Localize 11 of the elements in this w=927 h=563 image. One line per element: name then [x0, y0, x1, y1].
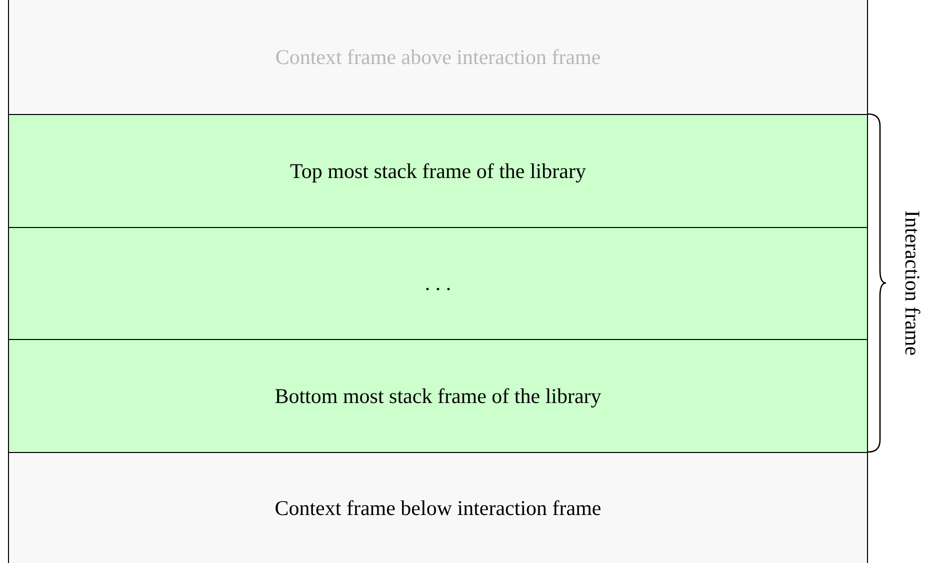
stack-frame-band — [8, 452, 868, 563]
frame-label: Bottom most stack frame of the library — [274, 384, 602, 408]
stack-frame-band — [8, 0, 868, 115]
frame-label: Top most stack frame of the library — [290, 158, 586, 184]
brace-label: Interaction frame — [900, 210, 924, 356]
frame-label: Context frame above interaction frame — [275, 44, 601, 70]
stack-frame-band — [8, 339, 868, 453]
stack-frame-band — [8, 227, 868, 340]
frame-label: Context frame below interaction frame — [274, 496, 602, 521]
stack-frame-band — [8, 114, 868, 228]
frame-label: . . . — [424, 271, 452, 296]
